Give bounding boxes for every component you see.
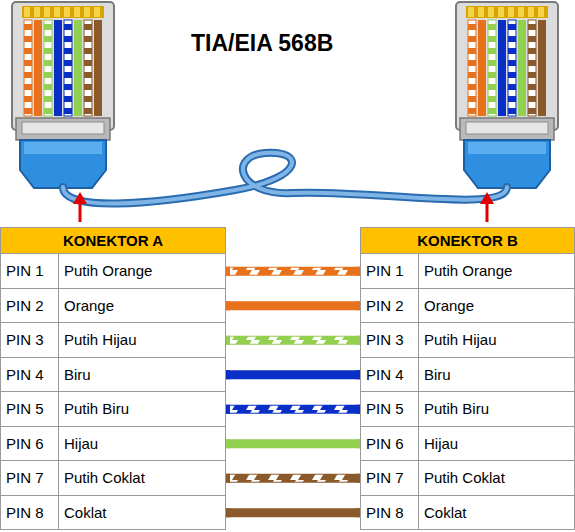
wire-stripe [230,475,356,482]
pin-row: PIN 4Biru [360,358,575,393]
wire [226,508,360,517]
wire-body [226,474,360,483]
wire-body [226,370,360,379]
wire [226,370,360,379]
wire-color-name: Putih Biru [419,400,489,417]
pin-row: PIN 2Orange [360,289,575,324]
pin-number: PIN 4 [361,358,419,392]
pin-row: PIN 2Orange [0,289,226,324]
pin-number: PIN 2 [1,289,59,323]
wire-color-name: Coklat [59,504,107,521]
pin-row: PIN 6Hijau [0,427,226,462]
pin-row: PIN 7Putih Coklat [360,461,575,496]
table-heading: KONEKTOR A [63,232,163,249]
wire-color-name: Putih Hijau [59,331,137,348]
wire-color-name: Putih Hijau [419,331,497,348]
pin-number: PIN 7 [1,461,59,495]
wire-color-name: Biru [59,366,91,383]
pin-row: PIN 5Putih Biru [360,392,575,427]
wire-color-name: Orange [419,297,474,314]
pin-number: PIN 3 [1,323,59,357]
wire-end [226,301,230,310]
pin-row: PIN 8Coklat [0,496,226,531]
wire-stripe [230,406,356,413]
pin-row: PIN 8Coklat [360,496,575,531]
wire-body [226,508,360,517]
wire-color-name: Putih Orange [59,262,152,279]
wire-end [226,474,230,483]
wire-end [226,508,230,517]
wire-end [226,370,230,379]
diagram-title: TIA/EIA 568B [191,30,333,57]
pin-row: PIN 3Putih Hijau [0,323,226,358]
pin-number: PIN 4 [1,358,59,392]
pin-row: PIN 4Biru [0,358,226,393]
wire-end [226,267,230,276]
wire-color-name: Orange [59,297,114,314]
wire-color-name: Putih Coklat [419,469,505,486]
wire [226,301,360,310]
pin-number: PIN 8 [361,496,419,530]
pin-number: PIN 8 [1,496,59,530]
pin-row: PIN 3Putih Hijau [360,323,575,358]
wire-end [226,439,230,448]
wire-body [226,439,360,448]
wire [226,474,360,483]
wire-color-name: Putih Orange [419,262,512,279]
wire [226,267,360,276]
pin-number: PIN 1 [361,254,419,288]
wire-body [226,336,360,345]
wire-body [226,405,360,414]
pin-number: PIN 5 [1,392,59,426]
wire-body [226,301,360,310]
wire-color-name: Hijau [419,435,458,452]
wire [226,439,360,448]
pin-number: PIN 5 [361,392,419,426]
pin-row: PIN 7Putih Coklat [0,461,226,496]
wire-color-name: Coklat [419,504,467,521]
table-header: KONEKTOR A [0,227,226,254]
pin-number: PIN 3 [361,323,419,357]
pin-row: PIN 5Putih Biru [0,392,226,427]
pin-row: PIN 1Putih Orange [360,254,575,289]
wire-color-name: Putih Biru [59,400,129,417]
table-heading: KONEKTOR B [417,232,518,249]
pin-number: PIN 6 [361,427,419,461]
table-header: KONEKTOR B [360,227,575,254]
wire-color-name: Biru [419,366,451,383]
pin-number: PIN 7 [361,461,419,495]
pin-number: PIN 6 [1,427,59,461]
pin-number: PIN 1 [1,254,59,288]
wire-stripe [230,337,356,344]
wire-end [226,405,230,414]
wire-end [226,336,230,345]
pin-row: PIN 6Hijau [360,427,575,462]
wire-color-name: Putih Coklat [59,469,145,486]
wire [226,336,360,345]
wire [226,405,360,414]
pin-row: PIN 1Putih Orange [0,254,226,289]
wire-body [226,267,360,276]
wire-stripe [230,268,356,275]
wire-color-name: Hijau [59,435,98,452]
pin-number: PIN 2 [361,289,419,323]
